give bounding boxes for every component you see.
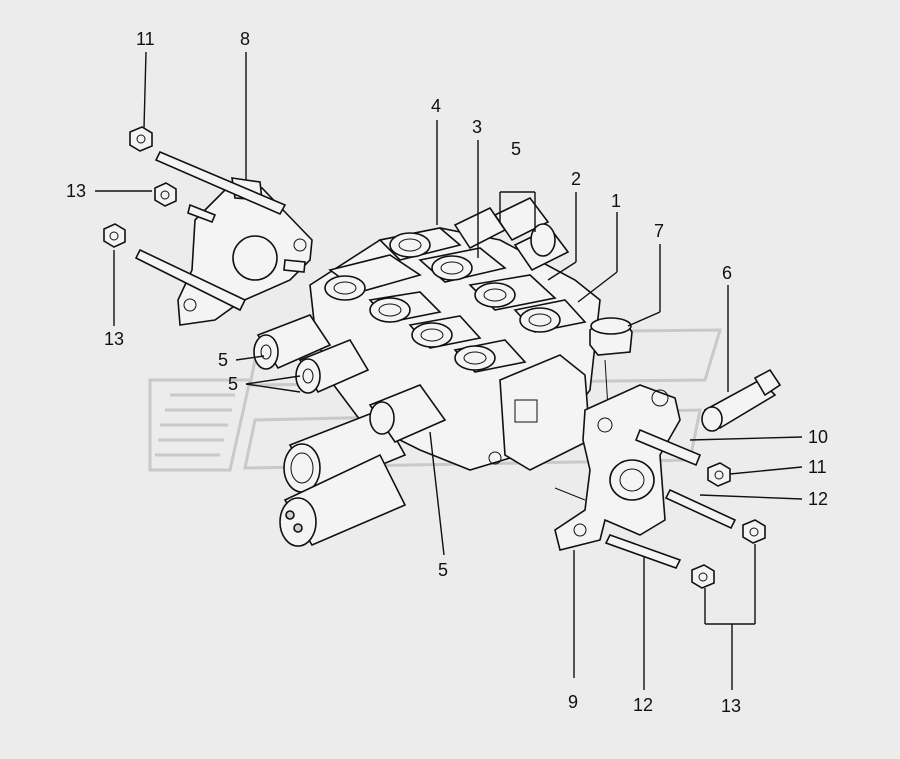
callout-11-right: 11 (808, 457, 827, 477)
stud-bolts-left (134, 150, 306, 312)
callout-9: 9 (568, 692, 579, 712)
nut-part-13-left (154, 182, 177, 207)
inlet-section-part-9 (554, 384, 681, 551)
stud-bolts-right (554, 428, 737, 569)
callout-10: 10 (808, 427, 829, 447)
leader-lines (95, 51, 803, 690)
nut-part-13-right-b (691, 564, 715, 589)
valve-ports (324, 232, 561, 371)
sensor-part-6 (701, 368, 782, 432)
nut-part-13-left-low (103, 223, 126, 248)
callout-4: 4 (431, 96, 442, 116)
callout-12-bottom: 12 (633, 695, 654, 715)
callout-6: 6 (722, 263, 733, 283)
callout-5-left-a: 5 (218, 350, 229, 370)
callout-1: 1 (611, 191, 622, 211)
callout-11-top: 11 (136, 29, 155, 49)
callout-2: 2 (571, 169, 582, 189)
bracket-part-8 (177, 177, 313, 326)
nut-part-13-right-a (742, 519, 766, 544)
callout-13-left-low: 13 (104, 329, 125, 349)
callout-12-right: 12 (808, 489, 829, 509)
callout-5-top: 5 (511, 139, 522, 159)
callout-13-bottom: 13 (721, 696, 742, 716)
spool-caps-left (253, 314, 370, 394)
callout-7: 7 (654, 221, 665, 241)
callout-13-left: 13 (66, 181, 87, 201)
callout-3: 3 (472, 117, 483, 137)
nut-part-11-top (129, 126, 153, 152)
solenoid-cylinders (279, 384, 447, 547)
nut-part-11-right (707, 462, 731, 487)
callout-5-bottom: 5 (438, 560, 449, 580)
callout-8: 8 (240, 29, 251, 49)
callout-5-left-b: 5 (228, 374, 239, 394)
